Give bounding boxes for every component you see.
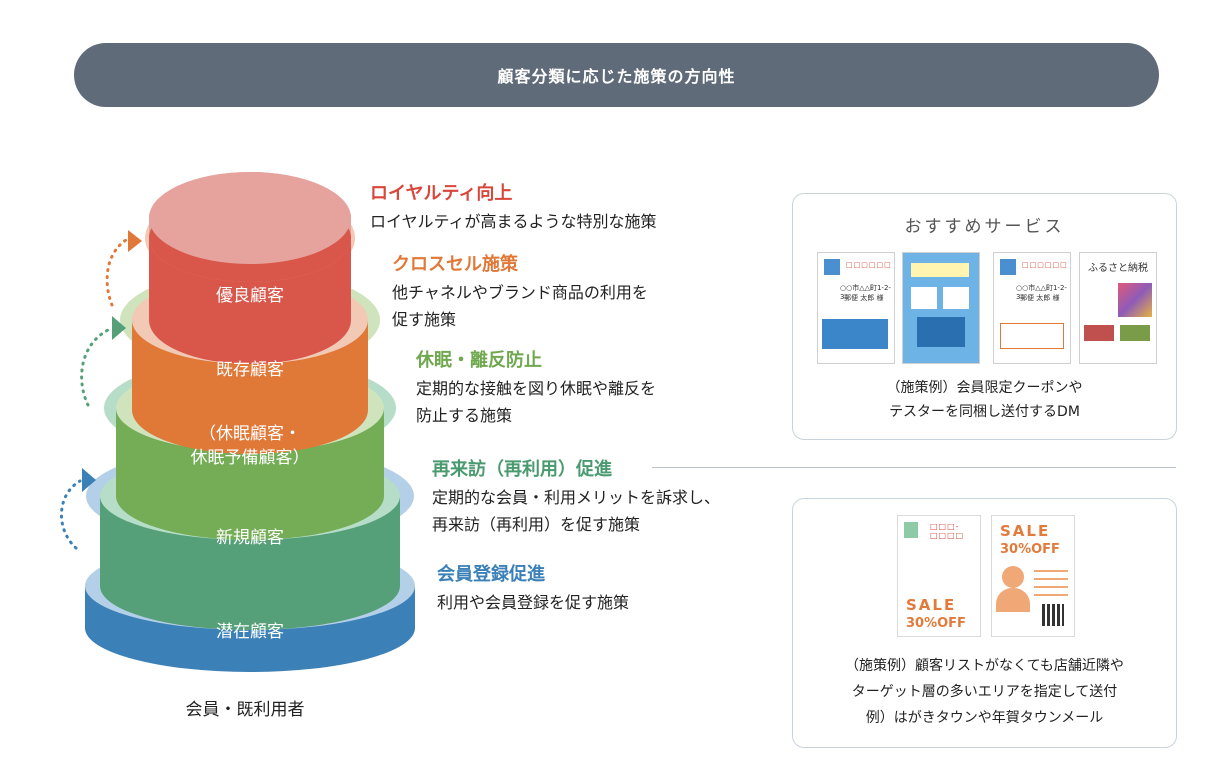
- measure-title: クロスセル施策: [392, 254, 518, 275]
- postcard-address-side: □□□-□□□□ SALE 30%OFF: [897, 515, 981, 637]
- discount-text: 30%OFF: [1000, 542, 1060, 557]
- text-line: [1034, 578, 1068, 580]
- arrow-to-existing-head: [112, 316, 126, 340]
- text-line: [1034, 570, 1068, 572]
- tier-label-existing: 既存顧客: [216, 360, 284, 380]
- tier-label-potential: 潜在顧客: [216, 622, 284, 642]
- person-body-icon: [996, 588, 1030, 612]
- flower-field-image: [1118, 283, 1152, 317]
- measure-desc: 定期的な接触を図り休眠や離反を 防止する施策: [416, 379, 657, 425]
- measure-desc: 他チャネルやブランド商品の利用を 促す施策: [392, 283, 648, 329]
- postcard-message-side: SALE 30%OFF: [991, 515, 1075, 637]
- service-card-town-mail: □□□-□□□□ SALE 30%OFF SALE 30%OFF （施策例）顧客…: [792, 498, 1177, 748]
- tier-label-loyal: 優良顧客: [216, 286, 284, 306]
- measure-title: ロイヤルティ向上: [370, 183, 513, 204]
- page-title: 顧客分類に応じた施策の方向性: [497, 67, 736, 86]
- food-image: [1120, 325, 1150, 341]
- arrow-to-loyal: [105, 238, 128, 307]
- qr-code-icon: [1042, 604, 1064, 626]
- sale-text: SALE: [1000, 522, 1051, 540]
- dm-thumbnail-furusato: ふるさと納税: [1079, 252, 1157, 364]
- measure-loyalty: ロイヤルティ向上 ロイヤルティが高まるような特別な施策: [370, 180, 657, 235]
- address-text: ○○市△△町1-2-3: [840, 284, 891, 301]
- postal-code-boxes: □□□-□□□□: [930, 522, 965, 540]
- tier-label-dormant: （休眠顧客・ 休眠予備顧客）: [190, 424, 310, 468]
- address-text: ○○市△△町1-2-3: [1016, 284, 1067, 301]
- service-card-dm: おすすめサービス □□□□□□ ○○市△△町1-2-3 郵便 太郎 様 □□□□…: [792, 193, 1177, 440]
- person-head-icon: [1002, 566, 1024, 588]
- measure-desc: ロイヤルティが高まるような特別な施策: [370, 212, 657, 231]
- service-card-title: おすすめサービス: [904, 217, 1065, 237]
- text-line: [1034, 594, 1068, 596]
- discount-text: 30%OFF: [906, 616, 966, 631]
- shop-illustration: [917, 317, 965, 347]
- dm-thumbnail-coupon-back: [902, 252, 980, 364]
- postal-code-boxes: □□□□□□: [1022, 261, 1068, 269]
- stamp-icon: [824, 259, 840, 275]
- coupon-box: [943, 287, 969, 309]
- measure-title: 再来訪（再利用）促進: [432, 459, 612, 480]
- measure-desc: 利用や会員登録を促す施策: [437, 593, 630, 612]
- postal-code-boxes: □□□□□□: [846, 261, 892, 269]
- stamp-icon: [1000, 259, 1016, 275]
- pyramid-base-caption: 会員・既利用者: [185, 700, 305, 720]
- furusato-title: ふるさと納税: [1088, 263, 1148, 274]
- service-card-caption: （施策例）顧客リストがなくても店舗近隣や ターゲット層の多いエリアを指定して送付…: [845, 658, 1124, 726]
- dm-thumbnail-postcard-front-2: □□□□□□ ○○市△△町1-2-3 郵便 太郎 様: [993, 252, 1071, 364]
- measure-dormancy-prevention: 休眠・離反防止 定期的な接触を図り休眠や離反を 防止する施策: [416, 347, 656, 429]
- sale-text: SALE: [906, 596, 957, 614]
- arrow-to-new: [60, 479, 82, 550]
- measure-title: 休眠・離反防止: [416, 350, 542, 371]
- arrow-to-new-head: [82, 468, 96, 492]
- banner: [911, 263, 969, 277]
- text-line: [1034, 586, 1068, 588]
- measure-revisit: 再来訪（再利用）促進 定期的な会員・利用メリットを訴求し、 再来訪（再利用）を促…: [432, 456, 720, 538]
- measure-cross-sell: クロスセル施策 他チャネルやブランド商品の利用を 促す施策: [392, 251, 648, 333]
- service-card-caption: （施策例）会員限定クーポンや テスターを同梱し送付するDM: [886, 380, 1083, 420]
- coupon-box: [911, 287, 937, 309]
- food-image: [1084, 325, 1114, 341]
- measure-desc: 定期的な会員・利用メリットを訴求し、 再来訪（再利用）を促す施策: [432, 488, 721, 534]
- customer-pyramid-diagram: [60, 172, 415, 672]
- top-face: [149, 172, 351, 264]
- stamp-icon: [904, 522, 918, 538]
- page-title-bar: 顧客分類に応じた施策の方向性: [74, 43, 1159, 107]
- coupon-panel: [822, 319, 888, 349]
- arrow-to-existing: [80, 328, 110, 407]
- recipient-text: 郵便 太郎 様: [1020, 294, 1060, 302]
- divider-line: [652, 467, 1176, 468]
- measure-registration: 会員登録促進 利用や会員登録を促す施策: [437, 561, 629, 616]
- info-panel: [1000, 323, 1064, 349]
- arrow-to-loyal-head: [128, 230, 142, 252]
- measure-title: 会員登録促進: [437, 564, 545, 585]
- tier-label-new: 新規顧客: [216, 528, 284, 548]
- recipient-text: 郵便 太郎 様: [844, 294, 884, 302]
- dm-thumbnail-postcard-front: □□□□□□ ○○市△△町1-2-3 郵便 太郎 様: [817, 252, 895, 364]
